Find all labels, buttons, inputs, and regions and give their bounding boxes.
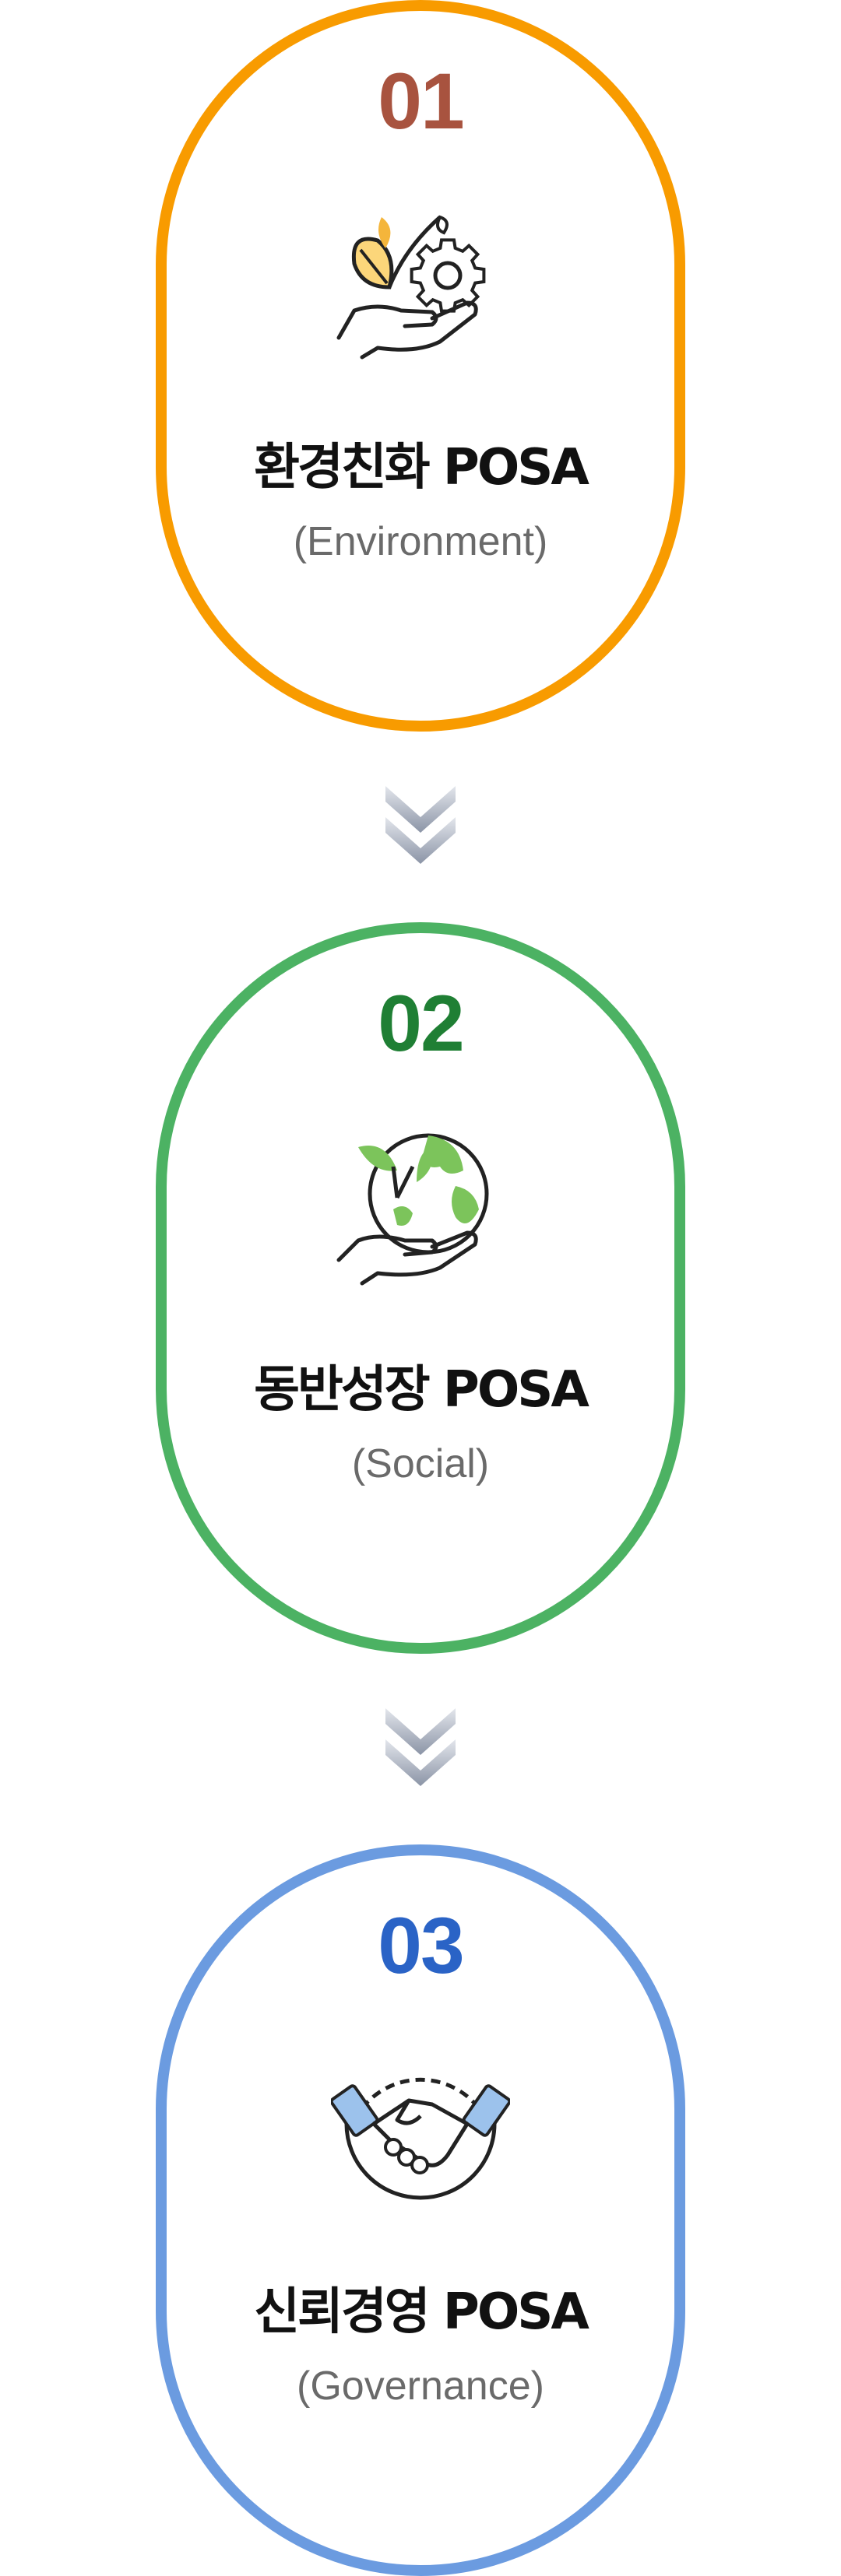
step-title: 신뢰경영 POSA	[254, 2283, 589, 2341]
earth-plant-hand-icon	[336, 1133, 489, 1286]
step-card-social: 02 동반성장 POSA (Social)	[156, 922, 685, 1654]
step-subtitle: (Governance)	[297, 2364, 544, 2409]
step-number: 01	[378, 57, 464, 146]
step-title: 동반성장 POSA	[254, 1361, 589, 1419]
step-number: 02	[378, 979, 464, 1068]
step-subtitle: (Social)	[351, 1441, 490, 1486]
chevron-down-icon	[385, 1708, 456, 1786]
step-title: 환경친화 POSA	[254, 439, 589, 497]
step-card-governance: 03 신뢰경영 POSA (Governance)	[156, 1844, 685, 2576]
handshake-icon	[331, 2077, 510, 2200]
step-number: 03	[378, 1901, 464, 1990]
plant-gear-hand-icon	[336, 215, 486, 360]
step-card-environment: 01 환경친화 POSA (Environment)	[156, 0, 685, 732]
step-subtitle: (Environment)	[293, 519, 548, 564]
chevron-down-icon	[385, 786, 456, 864]
